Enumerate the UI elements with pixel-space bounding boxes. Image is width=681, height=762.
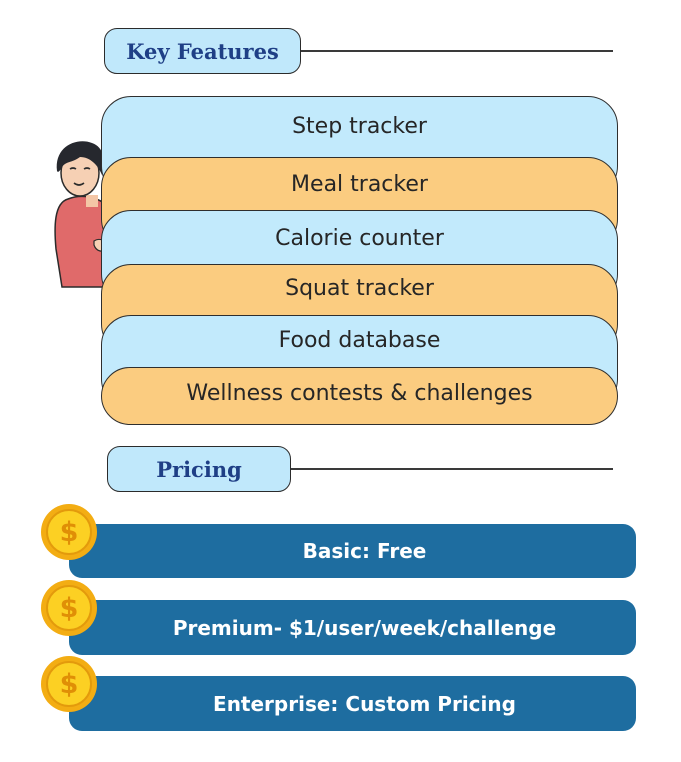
- plan-enterprise: Enterprise: Custom Pricing: [69, 676, 636, 731]
- feature-label: Food database: [278, 328, 441, 353]
- plan-label: Basic: Free: [302, 539, 427, 563]
- feature-label: Calorie counter: [275, 226, 444, 251]
- plan-premium: Premium- $1/user/week/challenge: [69, 600, 636, 655]
- key-features-divider: [301, 50, 613, 52]
- feature-card-wellness-contests: Wellness contests & challenges: [101, 367, 618, 425]
- dollar-coin-icon: $: [41, 504, 97, 560]
- pricing-heading: Pricing: [107, 446, 291, 492]
- plan-label: Enterprise: Custom Pricing: [213, 691, 516, 716]
- dollar-coin-icon: $: [41, 656, 97, 712]
- pricing-divider: [291, 468, 613, 470]
- feature-label: Step tracker: [292, 114, 427, 139]
- feature-label: Squat tracker: [285, 276, 434, 301]
- dollar-sign: $: [46, 509, 92, 555]
- plan-label: Premium- $1/user/week/challenge: [172, 615, 557, 640]
- dollar-sign: $: [46, 585, 92, 631]
- person-peeking-illustration: [54, 141, 107, 288]
- feature-label: Meal tracker: [291, 172, 428, 197]
- dollar-coin-icon: $: [41, 580, 97, 636]
- dollar-sign: $: [46, 661, 92, 707]
- feature-label: Wellness contests & challenges: [186, 381, 533, 406]
- plan-basic: Basic: Free: [69, 524, 636, 578]
- key-features-heading: Key Features: [104, 28, 301, 74]
